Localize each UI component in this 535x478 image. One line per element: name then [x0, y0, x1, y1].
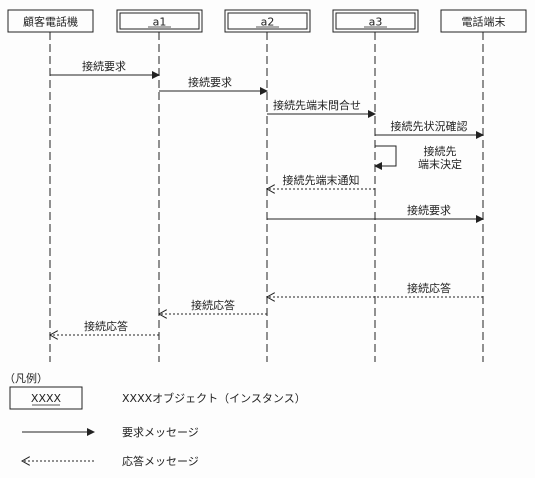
object-label: 電話端末	[462, 15, 506, 29]
message-label: 接続応答	[407, 281, 451, 295]
message-label: 接続要求	[188, 75, 232, 89]
message-5-self: 接続先 端末決定	[374, 144, 462, 171]
legend-object-text: XXXXオブジェクト（インスタンス）	[122, 391, 306, 405]
object-a1: a1	[116, 9, 203, 33]
message-label: 接続先端末問合せ	[273, 98, 361, 112]
message-2: 接続要求	[159, 75, 268, 95]
message-1: 接続要求	[50, 59, 160, 79]
legend-request-text: 要求メッセージ	[122, 426, 199, 439]
legend-response: 応答メッセージ	[22, 454, 199, 468]
legend: （凡例） XXXX XXXXオブジェクト（インスタンス） 要求メッセージ 応答メ…	[4, 371, 306, 468]
object-customer-phone: 顧客電話機	[7, 9, 94, 33]
message-label-line-2: 端末決定	[418, 157, 462, 171]
object-phone-terminal: 電話端末	[440, 9, 527, 33]
message-label: 接続要求	[82, 59, 126, 73]
object-a2: a2	[224, 9, 311, 33]
message-label: 接続要求	[407, 203, 451, 217]
message-label: 接続応答	[191, 298, 235, 312]
message-label-line-1: 接続先	[424, 144, 457, 158]
object-a3: a3	[332, 9, 419, 33]
message-9: 接続応答	[159, 298, 267, 314]
object-label: a3	[369, 16, 383, 29]
object-label: 顧客電話機	[23, 15, 78, 29]
message-6: 接続先端末通知	[267, 173, 375, 189]
legend-box-label: XXXX	[31, 392, 62, 405]
legend-response-text: 応答メッセージ	[122, 454, 199, 468]
legend-object: XXXX XXXXオブジェクト（インスタンス）	[9, 386, 306, 410]
legend-title: （凡例）	[4, 371, 48, 385]
message-8: 接続応答	[267, 281, 483, 297]
object-label: a1	[153, 16, 167, 29]
object-label: a2	[261, 16, 275, 29]
message-10: 接続応答	[50, 319, 159, 335]
message-label: 接続先状況確認	[391, 119, 468, 133]
message-7: 接続要求	[267, 203, 484, 223]
message-4: 接続先状況確認	[375, 119, 484, 139]
message-3: 接続先端末問合せ	[267, 98, 376, 118]
message-label: 接続応答	[84, 319, 128, 333]
legend-request: 要求メッセージ	[22, 426, 199, 439]
message-label: 接続先端末通知	[283, 173, 360, 187]
